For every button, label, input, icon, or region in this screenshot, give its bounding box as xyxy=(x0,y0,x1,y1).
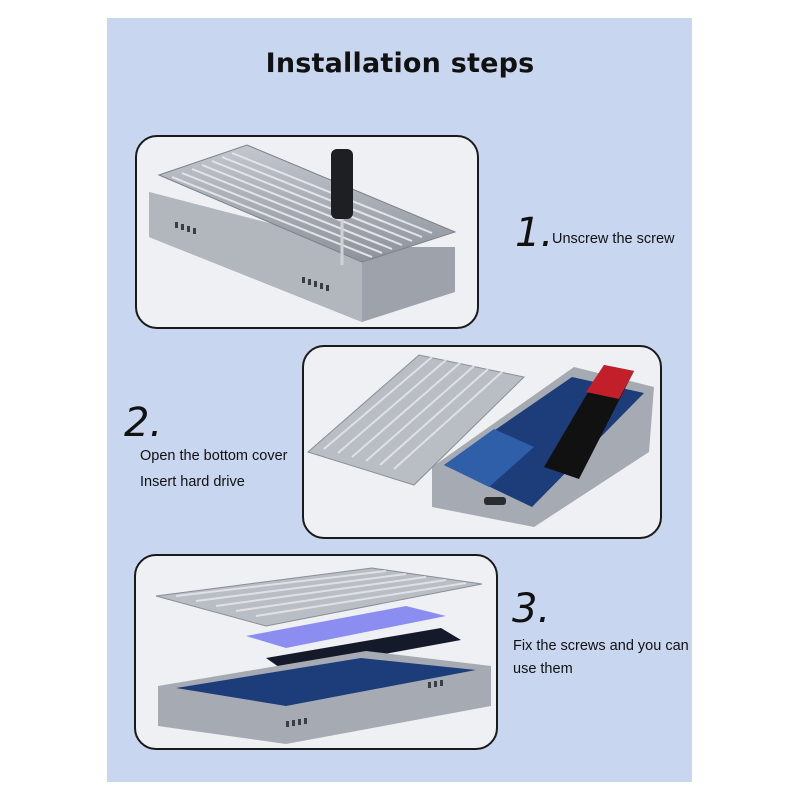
step-3-text-line-2: use them xyxy=(513,661,573,677)
step-1-text: Unscrew the screw xyxy=(552,231,675,247)
step-3-image xyxy=(134,554,498,750)
step-2-text-line-1: Open the bottom cover xyxy=(140,448,288,464)
step-2-number: 2. xyxy=(124,400,163,446)
step-1-number: 1. xyxy=(515,210,554,256)
step-3-text-line-1: Fix the screws and you can xyxy=(513,638,689,654)
step-3-number: 3. xyxy=(512,586,551,632)
step-2-text-line-2: Insert hard drive xyxy=(140,474,245,490)
page-title: Installation steps xyxy=(265,48,535,79)
step-1-image xyxy=(135,135,479,329)
step-2-image xyxy=(302,345,662,539)
